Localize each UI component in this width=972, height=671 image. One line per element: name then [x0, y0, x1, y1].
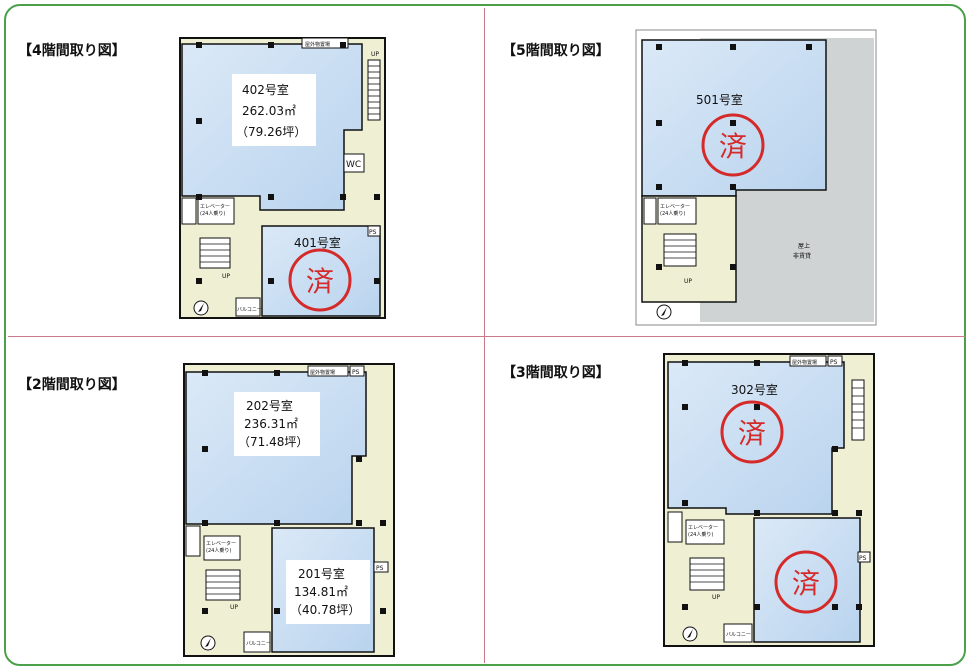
- floor4-stair-lower: [199, 237, 231, 269]
- floor4-storage: [301, 37, 349, 49]
- floor2-201-area: 134.81㎡: [294, 585, 348, 599]
- floor3-301-stamp: [774, 550, 838, 614]
- floor4-label-box: [232, 74, 316, 146]
- floor4-ps-label: PS: [369, 229, 377, 236]
- floor3-302-stamp-text: 済: [738, 417, 766, 450]
- floor2-ps-top-label: PS: [352, 369, 360, 376]
- floor2-ps-top: [349, 365, 365, 377]
- floor5-pipe-space: [643, 197, 657, 225]
- floor2-ps-lower: [373, 561, 389, 573]
- floor5-room-501: [641, 39, 827, 197]
- floor3-pipe-space: [667, 511, 683, 543]
- floor3-302-name: 302号室: [731, 382, 778, 397]
- floor2-heading: 【2階間取り図】: [18, 377, 126, 393]
- floor5-roof-label: 屋上: [798, 242, 810, 250]
- floor4-401-name: 401号室: [294, 235, 341, 250]
- floor3-balcony: [723, 623, 753, 643]
- floor4-401-stamp-text: 済: [306, 265, 334, 298]
- floor3-ps-top-label: PS: [830, 359, 838, 366]
- floor2-balcony: [243, 631, 271, 653]
- floor5-columns: [656, 44, 812, 270]
- floor4-up-lower: UP: [222, 273, 230, 280]
- floor5-stair: [663, 233, 697, 267]
- floor2-storage: [307, 365, 349, 377]
- floor3-ps-lower: [857, 551, 871, 563]
- floor4-heading: 【4階間取り図】: [18, 43, 126, 59]
- floor5-elevator-sub: (24人乗り): [660, 210, 685, 217]
- floor3-balcony-label: バルコニー: [726, 632, 751, 638]
- floor4-402-name: 402号室: [242, 82, 289, 97]
- floor2-ps-lower-label: PS: [376, 565, 384, 572]
- floor5-elevator: [657, 197, 697, 225]
- floor2-storage-label: 屋外物置場: [310, 369, 335, 376]
- floor5-roof-sub: 非賃貸: [793, 252, 811, 260]
- floor5-501-stamp: [701, 113, 765, 177]
- floor2-202-name: 202号室: [246, 398, 293, 413]
- floor4-wc: [343, 153, 365, 173]
- floor4-plan: 屋外物置場 UP WC UP エレベーター (24人乗り) PS バルコニー: [179, 37, 386, 319]
- floor4-up-upper: UP: [371, 51, 379, 58]
- floor2-balcony-label: バルコニー: [246, 641, 271, 647]
- floor4-wc-label: WC: [346, 160, 361, 170]
- floor5-plan: エレベーター (24人乗り) UP 501号室 済 屋上 非賃貸: [635, 29, 877, 326]
- floor4-ps: [367, 225, 381, 237]
- floor3-301-stamp-text: 済: [792, 567, 820, 600]
- floor4-402-area: 262.03㎡: [242, 104, 296, 118]
- floor4-401-stamp: [288, 248, 352, 312]
- floor4-storage-label: 屋外物置場: [305, 41, 330, 48]
- floor3-up: UP: [712, 594, 720, 601]
- floor2-plan: 屋外物置場 PS エレベーター (24人乗り) UP PS バルコニー 202号…: [183, 363, 395, 657]
- floor4-elevator-sub: (24人乗り): [200, 210, 225, 217]
- floor2-elevator: [203, 535, 241, 561]
- floor3-ps-lower-label: PS: [859, 555, 867, 562]
- floor3-elevator-label: エレベーター: [688, 524, 718, 531]
- floor2-201-name: 201号室: [298, 566, 345, 581]
- floor5-heading: 【5階間取り図】: [502, 43, 610, 59]
- floor2-202-label-box: [234, 392, 320, 456]
- floor4-elevator: [197, 197, 235, 225]
- floor3-stair-lower: [689, 557, 725, 591]
- floor3-elevator-sub: (24人乗り): [688, 531, 713, 538]
- floor5-elevator-label: エレベーター: [660, 203, 690, 210]
- floor2-stair: [205, 569, 241, 601]
- floor3-302-stamp: [720, 400, 784, 464]
- floor3-heading: 【3階間取り図】: [502, 365, 610, 381]
- floor4-balcony: [235, 297, 261, 317]
- floor2-201-tsubo: （40.78坪）: [290, 603, 360, 617]
- floor5-501-name: 501号室: [696, 92, 743, 107]
- floor3-plan: 屋外物置場 PS エレベーター (24人乗り) UP PS バルコニー: [663, 353, 875, 647]
- floor3-elevator: [685, 519, 725, 545]
- floor3-stair-upper: [851, 379, 865, 441]
- floor3-storage-label: 屋外物置場: [792, 359, 817, 366]
- floor3-storage: [789, 355, 827, 367]
- floor2-202-tsubo: （71.48坪）: [238, 435, 308, 449]
- floor4-balcony-label: バルコニー: [237, 307, 262, 313]
- floor2-elevator-label: エレベーター: [206, 540, 236, 547]
- floor2-201-label-box: [286, 560, 370, 624]
- floor5-up: UP: [684, 278, 692, 285]
- floor5-501-stamp-text: 済: [719, 130, 747, 163]
- floor2-elevator-sub: (24人乗り): [206, 547, 231, 554]
- floor3-room-301: [753, 517, 861, 643]
- floor4-pipe-space: [181, 197, 197, 225]
- floor4-room-401: [261, 225, 381, 317]
- floor3-ps-top: [827, 355, 843, 367]
- floor2-pipe-space: [185, 525, 201, 557]
- quadrant-divider-horizontal: [8, 336, 965, 337]
- floor4-elevator-label: エレベーター: [200, 203, 230, 210]
- floor3-columns: [682, 360, 862, 610]
- quadrant-divider-vertical: [484, 8, 485, 663]
- plan-sheet-frame: [4, 4, 966, 666]
- floor2-up: UP: [230, 604, 238, 611]
- floor2-202-area: 236.31㎡: [244, 417, 298, 431]
- floor4-402-tsubo: （79.26坪）: [236, 125, 306, 139]
